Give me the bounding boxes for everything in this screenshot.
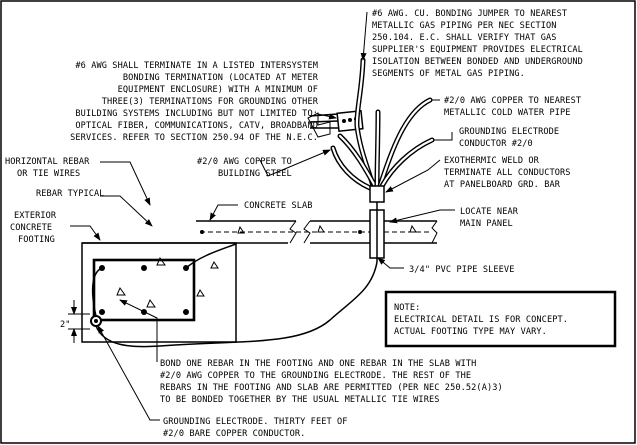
note-intersystem-line: THREE(3) TERMINATIONS FOR GROUNDING OTHE… bbox=[102, 97, 319, 107]
note-exothermic-line: EXOTHERMIC WELD OR bbox=[444, 156, 540, 166]
note-exterior-footing: EXTERIOR CONCRETE FOOTING bbox=[10, 211, 57, 245]
grounding-electrode-conductor-run bbox=[95, 261, 378, 348]
note-locate-near-line: MAIN PANEL bbox=[460, 219, 513, 229]
leader-lines bbox=[70, 11, 455, 421]
note-horizontal-rebar-line: OR TIE WIRES bbox=[17, 169, 80, 179]
note-intersystem-line: SERVICES. REFER TO SECTION 250.94 OF THE… bbox=[70, 133, 318, 143]
label-rebar-typical: REBAR TYPICAL bbox=[36, 189, 105, 199]
label-concrete-slab: CONCRETE SLAB bbox=[244, 201, 313, 211]
note-water-pipe: #2/0 AWG COPPER TO NEAREST METALLIC COLD… bbox=[444, 96, 581, 118]
concept-note-line: NOTE: bbox=[394, 303, 420, 313]
note-bond-rebar-line: BOND ONE REBAR IN THE FOOTING AND ONE RE… bbox=[160, 359, 476, 369]
note-intersystem-bonding: #6 AWG SHALL TERMINATE IN A LISTED INTER… bbox=[70, 61, 319, 143]
note-bonding-jumper-line: 250.104. E.C. SHALL VERIFY THAT GAS bbox=[372, 33, 557, 43]
note-bond-rebar-line: TO BE BONDED TOGETHER BY THE USUAL METAL… bbox=[160, 395, 440, 405]
note-intersystem-line: BONDING TERMINATION (LOCATED AT METER bbox=[123, 73, 319, 83]
note-intersystem-line: #6 AWG SHALL TERMINATE IN A LISTED INTER… bbox=[75, 61, 318, 71]
note-exothermic-weld: EXOTHERMIC WELD OR TERMINATE ALL CONDUCT… bbox=[444, 156, 571, 190]
note-bond-rebar-line: #2/0 AWG COPPER TO THE GROUNDING ELECTRO… bbox=[160, 371, 471, 381]
note-bonding-jumper: #6 AWG. CU. BONDING JUMPER TO NEAREST ME… bbox=[372, 9, 583, 79]
note-intersystem-line: OPTICAL FIBER, COMMUNICATIONS, CATV, BRO… bbox=[75, 121, 318, 131]
note-bonding-jumper-line: SUPPLIER'S EQUIPMENT PROVIDES ELECTRICAL bbox=[372, 45, 583, 55]
concrete-slab bbox=[196, 220, 438, 244]
note-bonding-jumper-line: #6 AWG. CU. BONDING JUMPER TO NEAREST bbox=[372, 9, 567, 19]
note-exterior-footing-line: EXTERIOR bbox=[14, 211, 57, 221]
note-bonding-jumper-line: ISOLATION BETWEEN BONDED AND UNDERGROUND bbox=[372, 57, 583, 67]
note-water-pipe-line: METALLIC COLD WATER PIPE bbox=[444, 108, 571, 118]
note-grounding-electrode-line: #2/0 BARE COPPER CONDUCTOR. bbox=[163, 429, 305, 439]
note-bonding-jumper-line: SEGMENTS OF METAL GAS PIPING. bbox=[372, 69, 525, 79]
note-grounding-electrode: GROUNDING ELECTRODE. THIRTY FEET OF #2/0… bbox=[163, 417, 348, 439]
note-bonding-jumper-line: METALLIC GAS PIPING PER NEC SECTION bbox=[372, 21, 557, 31]
pvc-pipe-sleeve bbox=[369, 209, 385, 262]
note-electrode-conductor-line: CONDUCTOR #2/0 bbox=[459, 139, 533, 149]
note-building-steel-line: #2/0 AWG COPPER TO bbox=[197, 157, 292, 167]
note-building-steel-line: BUILDING STEEL bbox=[218, 169, 292, 179]
note-bond-rebar: BOND ONE REBAR IN THE FOOTING AND ONE RE… bbox=[160, 359, 503, 405]
grounding-conductor-bundle bbox=[330, 57, 435, 222]
note-locate-near-line: LOCATE NEAR bbox=[460, 207, 519, 217]
note-grounding-electrode-line: GROUNDING ELECTRODE. THIRTY FEET OF bbox=[163, 417, 348, 427]
label-pvc-sleeve: 3/4" PVC PIPE SLEEVE bbox=[409, 265, 514, 275]
note-intersystem-line: EQUIPMENT ENCLOSURE) WITH A MINIMUM OF bbox=[118, 85, 318, 95]
note-electrode-conductor-line: GROUNDING ELECTRODE bbox=[459, 127, 559, 137]
concept-note-box: NOTE: ELECTRICAL DETAIL IS FOR CONCEPT. … bbox=[384, 290, 617, 348]
note-horizontal-rebar-line: HORIZONTAL REBAR bbox=[5, 157, 90, 167]
note-water-pipe-line: #2/0 AWG COPPER TO NEAREST bbox=[444, 96, 581, 106]
note-horizontal-rebar: HORIZONTAL REBAR OR TIE WIRES bbox=[5, 157, 90, 179]
exterior-concrete-footing bbox=[81, 242, 237, 343]
note-exothermic-line: TERMINATE ALL CONDUCTORS bbox=[444, 168, 571, 178]
note-exothermic-line: AT PANELBOARD GRD. BAR bbox=[444, 180, 561, 190]
note-electrode-conductor: GROUNDING ELECTRODE CONDUCTOR #2/0 bbox=[459, 127, 559, 149]
note-building-steel: #2/0 AWG COPPER TO BUILDING STEEL bbox=[197, 157, 292, 179]
note-locate-near: LOCATE NEAR MAIN PANEL bbox=[460, 207, 519, 229]
note-exterior-footing-line: CONCRETE bbox=[10, 223, 52, 233]
dimension-2in bbox=[68, 300, 90, 343]
concept-note-line: ELECTRICAL DETAIL IS FOR CONCEPT. bbox=[394, 315, 568, 325]
note-intersystem-line: BUILDING SYSTEMS INCLUDING BUT NOT LIMIT… bbox=[75, 109, 318, 119]
note-bond-rebar-line: REBARS IN THE FOOTING AND SLAB ARE PERMI… bbox=[160, 383, 503, 393]
label-dimension-2in: 2" bbox=[60, 320, 71, 330]
note-exterior-footing-line: FOOTING bbox=[18, 235, 55, 245]
concept-note-line: ACTUAL FOOTING TYPE MAY VARY. bbox=[394, 327, 547, 337]
